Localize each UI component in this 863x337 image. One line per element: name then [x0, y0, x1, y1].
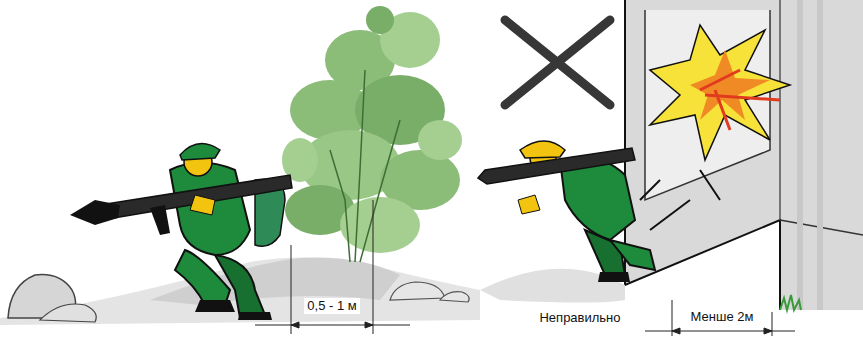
rock	[440, 292, 469, 302]
wrong-cross	[505, 20, 610, 105]
rock	[40, 304, 96, 322]
dimension-lines	[255, 200, 410, 334]
dimension-label: 0,5 - 1 м	[304, 298, 359, 314]
wall	[625, 0, 863, 310]
dimension-label: Менше 2м	[688, 309, 757, 325]
caption-label: Неправильно	[536, 310, 623, 326]
soldier-with-rpg	[478, 141, 655, 282]
bush-stems	[330, 70, 400, 262]
grass	[780, 295, 801, 310]
rock	[390, 282, 445, 300]
explosion	[640, 25, 790, 230]
dimension-lines	[645, 300, 795, 336]
bush	[282, 6, 462, 253]
soldier-with-rpg	[70, 144, 292, 320]
